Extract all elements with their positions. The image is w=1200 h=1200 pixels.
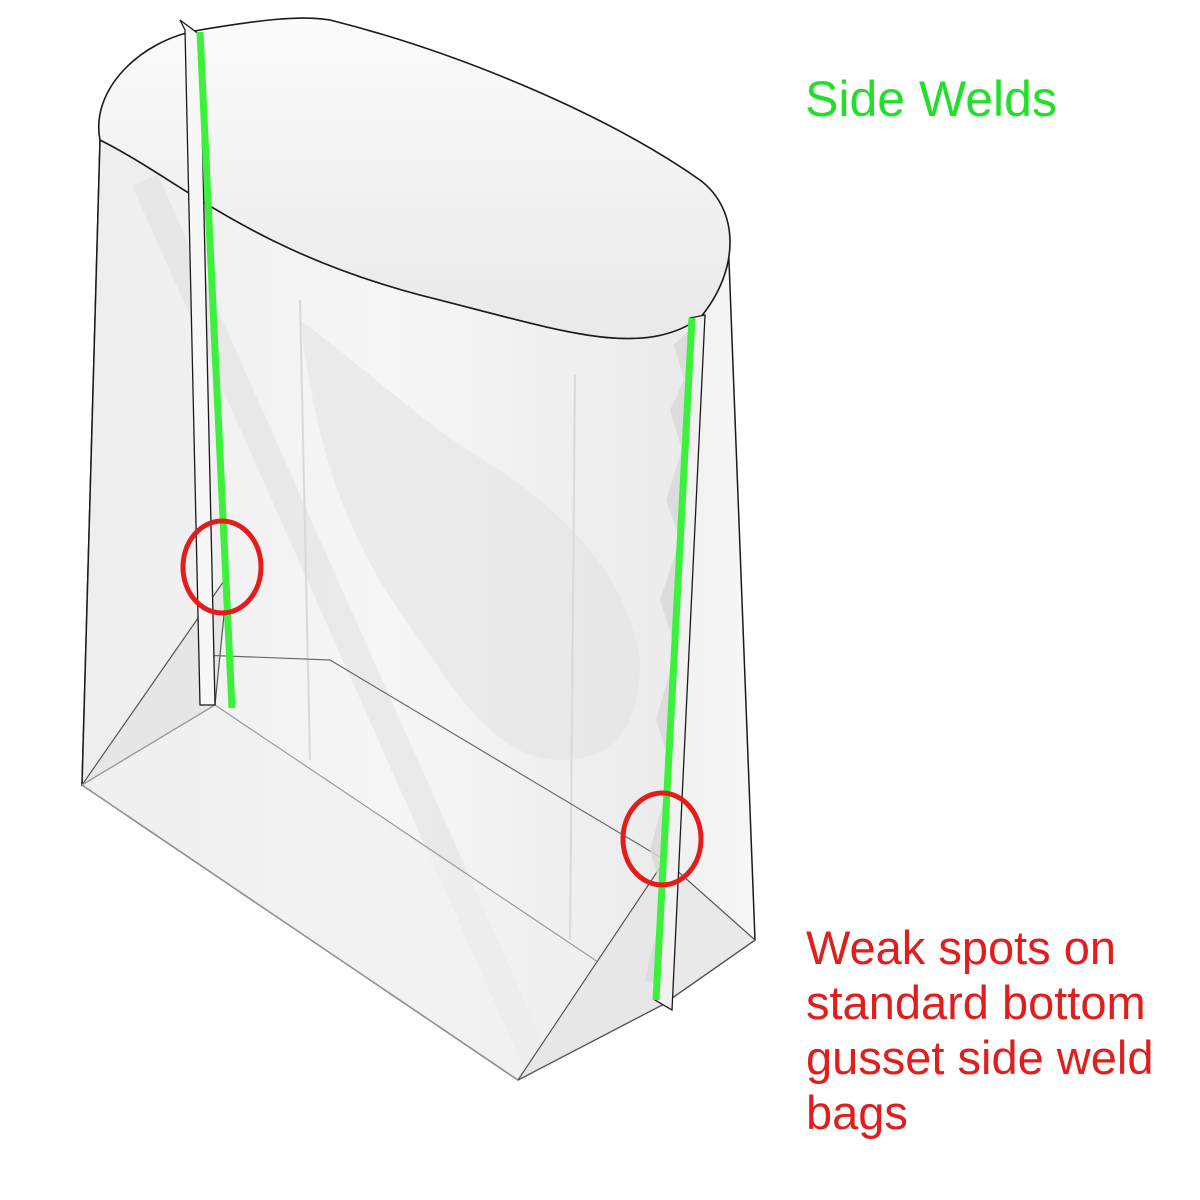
- side-welds-label: Side Welds: [805, 71, 1057, 127]
- right-weld-texture: [645, 330, 690, 985]
- diagonal-crease-2: [299, 299, 311, 761]
- diagonal-crease-3: [569, 374, 576, 941]
- left-side-weld: [196, 31, 236, 709]
- bag-opening: [97, 17, 731, 340]
- weak-spots-caption: Weak spots on standard bottom gusset sid…: [806, 920, 1196, 1140]
- caption-line-2: standard bottom: [806, 976, 1146, 1029]
- weak-spot-marker-right: [620, 790, 704, 888]
- caption-line-3: gusset side weld: [806, 1031, 1154, 1084]
- caption-line-1: Weak spots on: [806, 921, 1117, 974]
- inner-bottom-line: [199, 654, 666, 861]
- caption-line-4: bags: [806, 1086, 908, 1139]
- interior-shadow: [300, 320, 640, 760]
- weak-spot-marker-left: [180, 518, 264, 616]
